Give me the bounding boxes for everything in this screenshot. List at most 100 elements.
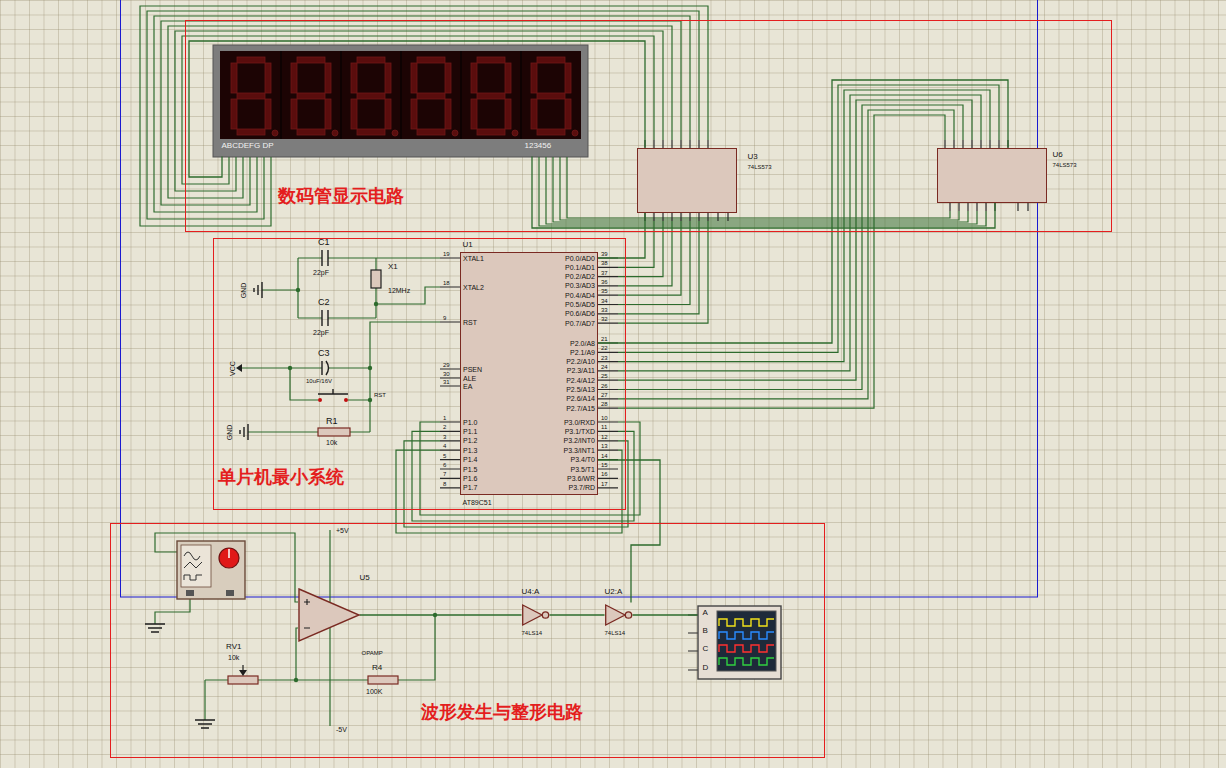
u1-pins-right	[598, 258, 618, 488]
power-label: VCC	[229, 361, 236, 376]
digit	[471, 57, 518, 136]
generator-terminal	[186, 590, 194, 596]
seven-segment-display: ABCDEFG DP123456	[213, 45, 588, 157]
junction-dot	[374, 302, 378, 306]
crystal-symbol	[371, 270, 381, 288]
pin-name: P3.7/RD	[569, 484, 595, 491]
pin-name: P2.2/A10	[566, 358, 595, 365]
pin-number: 36	[601, 279, 608, 285]
port0-bus	[618, 221, 708, 323]
part-reference: U1	[463, 241, 473, 250]
junction-dot	[368, 366, 372, 370]
pin-number: 33	[601, 307, 608, 313]
generator-waveforms	[184, 552, 202, 580]
pin-number: 3	[443, 434, 446, 440]
pin-name: P2.0/A8	[570, 340, 595, 347]
pin-number: 16	[601, 471, 608, 477]
inverter-bubble	[542, 611, 548, 617]
pin-number: 21	[601, 336, 608, 342]
wire-connector	[189, 41, 645, 177]
pin-name: P1.0	[463, 419, 477, 426]
part-reference: U6	[1053, 151, 1063, 160]
potentiometer-symbol	[228, 676, 258, 684]
pin-name: P3.5/T1	[570, 466, 595, 473]
region-title: 波形发生与整形电路	[421, 702, 583, 722]
signal-generator	[177, 541, 245, 599]
wire-connector	[598, 213, 646, 259]
pin-name: P0.4/AD4	[565, 292, 595, 299]
pin-number: 30	[443, 371, 450, 377]
pin-name: P3.4/T0	[570, 456, 595, 463]
power-label: -5V	[336, 726, 347, 733]
pin-number: 6	[443, 462, 446, 468]
ground-symbol	[240, 424, 248, 440]
inverter-bubble	[625, 611, 631, 617]
pin-name: XTAL2	[463, 284, 484, 291]
pin-number: 26	[601, 383, 608, 389]
part-reference: U3	[748, 153, 758, 162]
inverter-outline	[605, 603, 633, 627]
digit	[291, 57, 338, 136]
pin-number: 28	[601, 401, 608, 407]
reset-button	[318, 389, 348, 394]
trace-blue	[719, 632, 774, 639]
pin-name: P3.6/WR	[567, 475, 595, 482]
generator-terminal	[226, 590, 234, 596]
latch-chip: U674LS573	[937, 148, 1047, 203]
pin-number: 13	[601, 443, 608, 449]
latch-chip: U374LS573	[637, 148, 737, 213]
inverter-symbol: U2:A74LS14	[605, 603, 633, 627]
pin-name: P1.6	[463, 475, 477, 482]
part-reference: X1	[388, 263, 398, 271]
inverter-body	[605, 605, 624, 625]
pin-number: 18	[443, 280, 450, 286]
ground-symbol	[254, 282, 262, 298]
pin-number: 32	[601, 316, 608, 322]
pin-name: P3.2/INT0	[563, 437, 595, 444]
pin-number: 1	[443, 415, 446, 421]
junction-dot	[296, 288, 300, 292]
pin-name: P0.2/AD2	[565, 273, 595, 280]
wire-connector	[532, 157, 995, 229]
net-label: RST	[374, 392, 386, 398]
pin-row-label: 123456	[525, 142, 552, 151]
region-title: 单片机最小系统	[218, 467, 344, 487]
generator-knob	[219, 548, 239, 568]
resistor-symbol	[368, 676, 398, 684]
button-contact	[318, 398, 322, 402]
digit-separators	[281, 51, 521, 139]
circuit-region: 数码管显示电路ABCDEFG DP123456U374LS573U674LS57…	[185, 20, 1112, 232]
pin-number: 4	[443, 443, 446, 449]
part-value: 22pF	[313, 269, 329, 276]
ground-symbol	[145, 624, 165, 632]
pin-name: P3.1/TXD	[565, 428, 595, 435]
pin-number: 39	[601, 251, 608, 257]
part-value: 10uF/16V	[306, 378, 332, 384]
pin-number: 27	[601, 392, 608, 398]
pin-number: 24	[601, 364, 608, 370]
junction-dot	[368, 398, 372, 402]
pin-name: RST	[463, 319, 477, 326]
capacitor-symbol	[322, 361, 329, 375]
pin-name: P0.1/AD1	[565, 264, 595, 271]
pin-name: P0.0/AD0	[565, 255, 595, 262]
part-reference: R4	[372, 664, 382, 672]
oscilloscope-screen	[717, 611, 776, 671]
button-contact	[344, 398, 348, 402]
wire-connector	[598, 460, 661, 603]
wire-connector	[633, 614, 698, 615]
pin-number: 7	[443, 471, 446, 477]
digit	[411, 57, 458, 136]
pin-name: PSEN	[463, 366, 482, 373]
potentiometer-arrow	[239, 670, 247, 676]
part-reference: R1	[326, 417, 338, 426]
pin-number: 37	[601, 270, 608, 276]
capacitor-symbol	[322, 310, 328, 326]
pin-name: EA	[463, 383, 472, 390]
knob-pointer	[228, 549, 230, 558]
pin-name: P1.2	[463, 437, 477, 444]
part-reference: U2:A	[605, 588, 623, 597]
opamp-body	[299, 589, 359, 641]
power-label: GND	[227, 424, 234, 440]
